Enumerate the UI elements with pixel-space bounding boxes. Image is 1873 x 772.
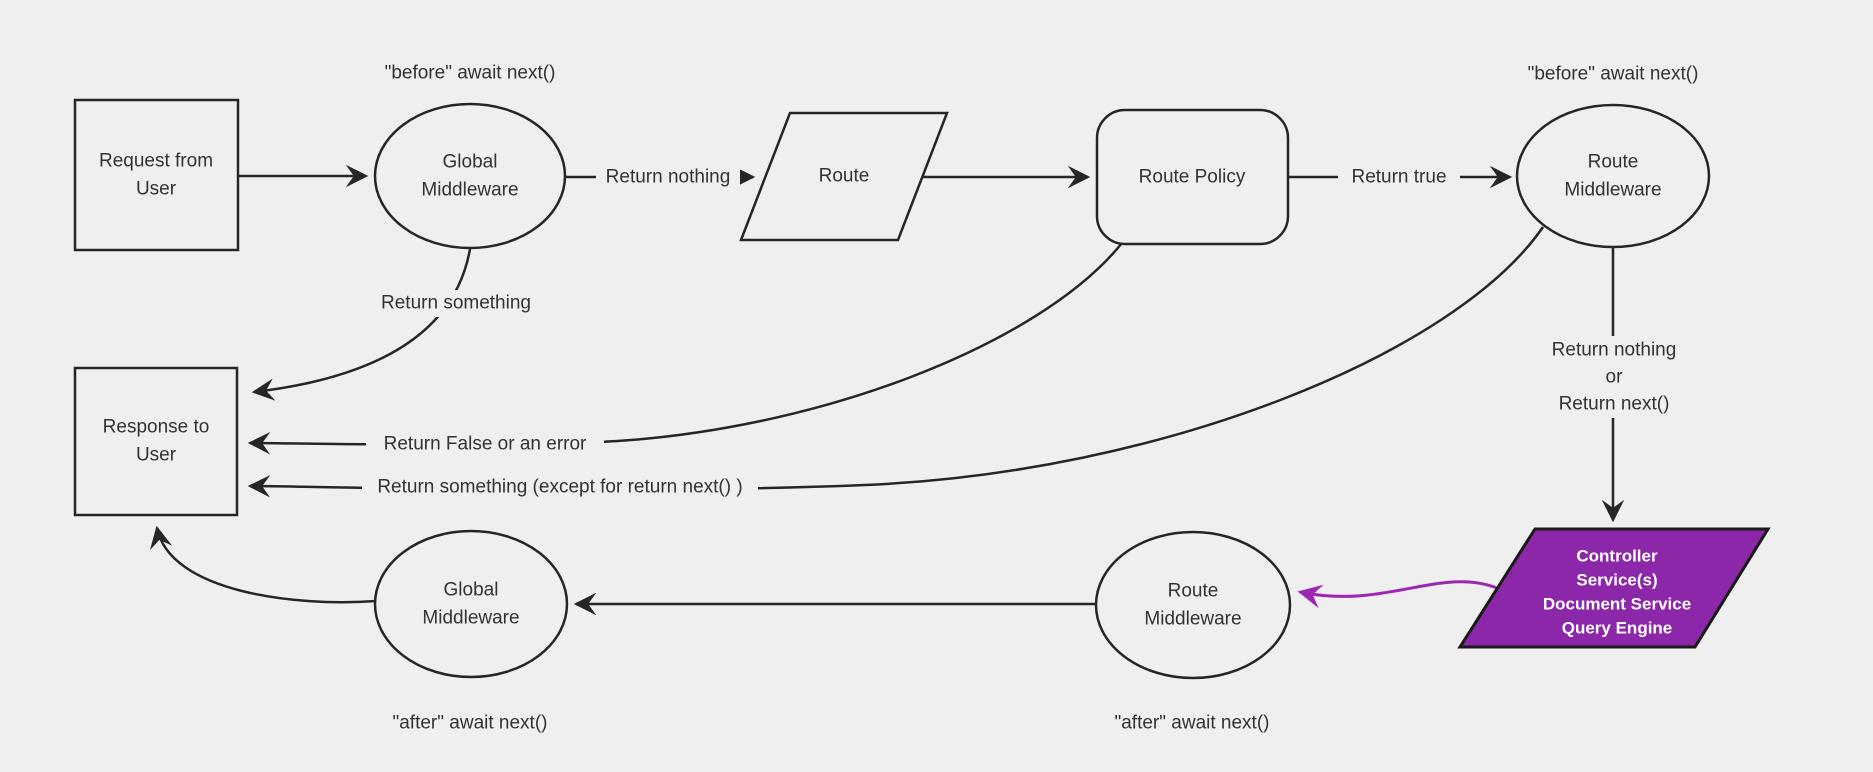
response-to-user-label-line2: User <box>136 445 177 466</box>
label-return-nothing: Return nothing <box>606 167 731 188</box>
edge-global-middleware-return-something-to-response <box>251 248 472 401</box>
edge-labels: "before" await next() "before" await nex… <box>377 63 1698 734</box>
label-before-await-next-right: "before" await next() <box>1528 64 1699 85</box>
controller-parallelogram <box>1457 527 1771 649</box>
route-middleware-bottom-label-line1: Route <box>1168 581 1219 602</box>
mask-return-nothing <box>596 163 740 190</box>
node-route: Route <box>739 111 949 242</box>
global-middleware-bottom-label-line1: Global <box>444 580 499 601</box>
node-response-to-user: Response to User <box>73 366 239 517</box>
edge-controller-to-route-middleware-bottom <box>1297 580 1498 609</box>
controller-label-line4: Query Engine <box>1562 619 1673 638</box>
route-policy-box <box>1095 108 1290 246</box>
label-return-something: Return something <box>381 293 531 314</box>
mask-return-false <box>366 430 604 457</box>
label-return-false-or-error: Return False or an error <box>384 434 587 455</box>
label-after-await-next-right: "after" await next() <box>1115 713 1270 734</box>
route-label: Route <box>819 166 870 187</box>
global-middleware-top-label-line1: Global <box>443 152 498 173</box>
mask-return-true <box>1338 163 1460 190</box>
edge-label-masks <box>362 163 1694 500</box>
edge-global-middleware-bottom-to-response <box>150 525 377 604</box>
controller-label-line2: Service(s) <box>1576 571 1657 590</box>
node-controller-services: Controller Service(s) Document Service Q… <box>1457 527 1771 649</box>
global-middleware-top-ellipse <box>373 102 567 250</box>
node-route-policy: Route Policy <box>1095 108 1290 246</box>
global-middleware-top-label-line2: Middleware <box>421 180 518 201</box>
label-return-something-except: Return something (except for return next… <box>377 477 742 498</box>
route-middleware-bottom-ellipse <box>1094 530 1292 680</box>
request-from-user-label-line2: User <box>136 179 177 200</box>
route-middleware-bottom-label-line2: Middleware <box>1144 609 1241 630</box>
route-middleware-top-label-line1: Route <box>1588 152 1639 173</box>
mask-return-something <box>370 290 542 317</box>
node-request-from-user: Request from User <box>73 98 240 252</box>
label-before-await-next-left: "before" await next() <box>385 63 556 84</box>
mask-return-something-except <box>362 473 758 500</box>
node-route-middleware-top: Route Middleware <box>1515 103 1711 249</box>
route-middleware-top-label-line2: Middleware <box>1564 180 1661 201</box>
controller-label-line3: Document Service <box>1543 595 1691 614</box>
node-route-middleware-bottom: Route Middleware <box>1094 530 1292 680</box>
label-return-true: Return true <box>1351 167 1446 188</box>
label-return-nothing-or-line2: or <box>1606 367 1624 388</box>
request-from-user-box <box>73 98 240 252</box>
node-global-middleware-top: Global Middleware <box>373 102 567 250</box>
label-return-nothing-or-line1: Return nothing <box>1552 340 1677 361</box>
label-after-await-next-left: "after" await next() <box>393 713 548 734</box>
global-middleware-bottom-label-line2: Middleware <box>422 608 519 629</box>
request-from-user-label-line1: Request from <box>99 151 213 172</box>
route-parallelogram <box>739 111 949 242</box>
node-global-middleware-bottom: Global Middleware <box>373 529 569 679</box>
route-middleware-top-ellipse <box>1515 103 1711 249</box>
response-to-user-label-line1: Response to <box>103 417 210 438</box>
controller-label-line1: Controller <box>1576 547 1658 566</box>
route-policy-label: Route Policy <box>1139 167 1246 188</box>
edge-route-policy-return-false-to-response <box>247 242 1123 455</box>
label-return-nothing-or-line3: Return next() <box>1559 394 1670 415</box>
global-middleware-bottom-ellipse <box>373 529 569 679</box>
response-to-user-box <box>73 366 239 517</box>
mask-return-nothing-or <box>1536 336 1694 418</box>
